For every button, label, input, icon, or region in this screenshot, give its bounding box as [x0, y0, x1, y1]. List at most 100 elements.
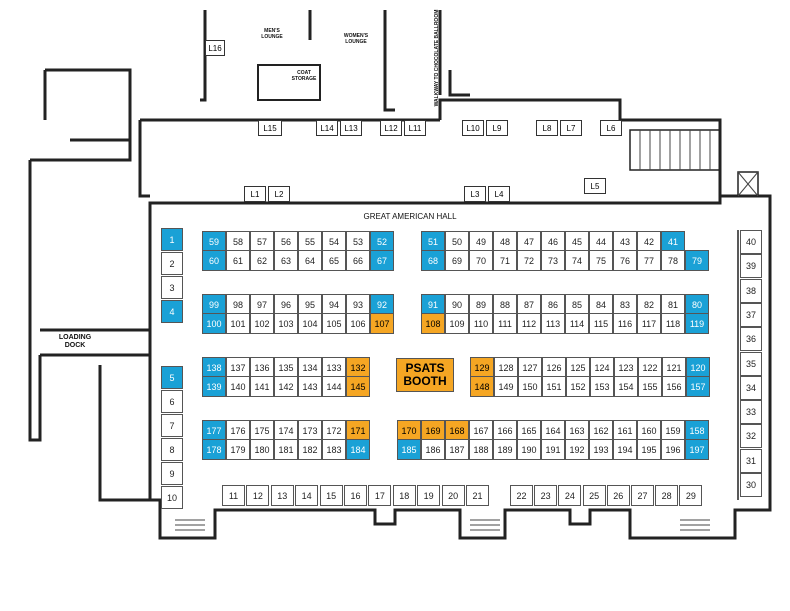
booth-112[interactable]: 112: [517, 313, 541, 334]
booth-5[interactable]: 5: [161, 366, 183, 389]
booth-188[interactable]: 188: [469, 439, 493, 460]
booth-126[interactable]: 126: [542, 357, 566, 378]
booth-82[interactable]: 82: [637, 294, 661, 315]
booth-138[interactable]: 138: [202, 357, 226, 378]
booth-194[interactable]: 194: [613, 439, 637, 460]
booth-164[interactable]: 164: [541, 420, 565, 441]
booth-148[interactable]: 148: [470, 376, 494, 397]
booth-65[interactable]: 65: [322, 250, 346, 271]
booth-133[interactable]: 133: [322, 357, 346, 378]
booth-7[interactable]: 7: [161, 414, 183, 437]
booth-156[interactable]: 156: [662, 376, 686, 397]
booth-29[interactable]: 29: [679, 485, 703, 506]
booth-41[interactable]: 41: [661, 231, 685, 252]
booth-165[interactable]: 165: [517, 420, 541, 441]
booth-176[interactable]: 176: [226, 420, 250, 441]
booth-27[interactable]: 27: [631, 485, 654, 506]
booth-79[interactable]: 79: [685, 250, 709, 271]
booth-114[interactable]: 114: [565, 313, 589, 334]
booth-117[interactable]: 117: [637, 313, 661, 334]
booth-174[interactable]: 174: [274, 420, 298, 441]
booth-154[interactable]: 154: [614, 376, 638, 397]
booth-6[interactable]: 6: [161, 390, 183, 413]
booth-89[interactable]: 89: [469, 294, 493, 315]
booth-111[interactable]: 111: [493, 313, 517, 334]
booth-163[interactable]: 163: [565, 420, 589, 441]
booth-50[interactable]: 50: [445, 231, 469, 252]
booth-168[interactable]: 168: [445, 420, 469, 441]
booth-81[interactable]: 81: [661, 294, 685, 315]
booth-187[interactable]: 187: [445, 439, 469, 460]
booth-193[interactable]: 193: [589, 439, 613, 460]
booth-85[interactable]: 85: [565, 294, 589, 315]
booth-125[interactable]: 125: [566, 357, 590, 378]
booth-87[interactable]: 87: [517, 294, 541, 315]
booth-36[interactable]: 36: [740, 327, 762, 352]
booth-52[interactable]: 52: [370, 231, 394, 252]
booth-61[interactable]: 61: [226, 250, 250, 271]
booth-48[interactable]: 48: [493, 231, 517, 252]
booth-66[interactable]: 66: [346, 250, 370, 271]
booth-121[interactable]: 121: [662, 357, 686, 378]
booth-124[interactable]: 124: [590, 357, 614, 378]
booth-178[interactable]: 178: [202, 439, 226, 460]
booth-37[interactable]: 37: [740, 302, 762, 327]
booth-73[interactable]: 73: [541, 250, 565, 271]
booth-30[interactable]: 30: [740, 473, 762, 497]
booth-191[interactable]: 191: [541, 439, 565, 460]
booth-96[interactable]: 96: [274, 294, 298, 315]
booth-11[interactable]: 11: [222, 485, 245, 506]
booth-69[interactable]: 69: [445, 250, 469, 271]
booth-74[interactable]: 74: [565, 250, 589, 271]
booth-78[interactable]: 78: [661, 250, 685, 271]
booth-173[interactable]: 173: [298, 420, 322, 441]
booth-160[interactable]: 160: [637, 420, 661, 441]
booth-119[interactable]: 119: [685, 313, 709, 334]
booth-86[interactable]: 86: [541, 294, 565, 315]
booth-166[interactable]: 166: [493, 420, 517, 441]
booth-177[interactable]: 177: [202, 420, 226, 441]
booth-158[interactable]: 158: [685, 420, 709, 441]
booth-105[interactable]: 105: [322, 313, 346, 334]
booth-95[interactable]: 95: [298, 294, 322, 315]
booth-122[interactable]: 122: [638, 357, 662, 378]
booth-104[interactable]: 104: [298, 313, 322, 334]
booth-139[interactable]: 139: [202, 376, 226, 397]
booth-63[interactable]: 63: [274, 250, 298, 271]
booth-83[interactable]: 83: [613, 294, 637, 315]
booth-118[interactable]: 118: [661, 313, 685, 334]
booth-1[interactable]: 1: [161, 228, 183, 251]
booth-129[interactable]: 129: [470, 357, 494, 378]
booth-97[interactable]: 97: [250, 294, 274, 315]
booth-182[interactable]: 182: [298, 439, 322, 460]
booth-102[interactable]: 102: [250, 313, 274, 334]
booth-184[interactable]: 184: [346, 439, 370, 460]
booth-51[interactable]: 51: [421, 231, 445, 252]
booth-13[interactable]: 13: [270, 485, 294, 506]
booth-197[interactable]: 197: [685, 439, 709, 460]
booth-169[interactable]: 169: [421, 420, 445, 441]
booth-72[interactable]: 72: [517, 250, 541, 271]
booth-56[interactable]: 56: [274, 231, 298, 252]
booth-16[interactable]: 16: [344, 485, 367, 506]
booth-107[interactable]: 107: [370, 313, 394, 334]
booth-153[interactable]: 153: [590, 376, 614, 397]
booth-55[interactable]: 55: [298, 231, 322, 252]
booth-28[interactable]: 28: [655, 485, 679, 506]
booth-54[interactable]: 54: [322, 231, 346, 252]
booth-175[interactable]: 175: [250, 420, 274, 441]
booth-103[interactable]: 103: [274, 313, 298, 334]
booth-167[interactable]: 167: [469, 420, 493, 441]
booth-53[interactable]: 53: [346, 231, 370, 252]
booth-123[interactable]: 123: [614, 357, 638, 378]
booth-49[interactable]: 49: [469, 231, 493, 252]
booth-141[interactable]: 141: [250, 376, 274, 397]
booth-93[interactable]: 93: [346, 294, 370, 315]
booth-26[interactable]: 26: [606, 485, 630, 506]
booth-183[interactable]: 183: [322, 439, 346, 460]
booth-136[interactable]: 136: [250, 357, 274, 378]
booth-35[interactable]: 35: [740, 351, 762, 376]
booth-59[interactable]: 59: [202, 231, 226, 252]
booth-196[interactable]: 196: [661, 439, 685, 460]
booth-71[interactable]: 71: [493, 250, 517, 271]
